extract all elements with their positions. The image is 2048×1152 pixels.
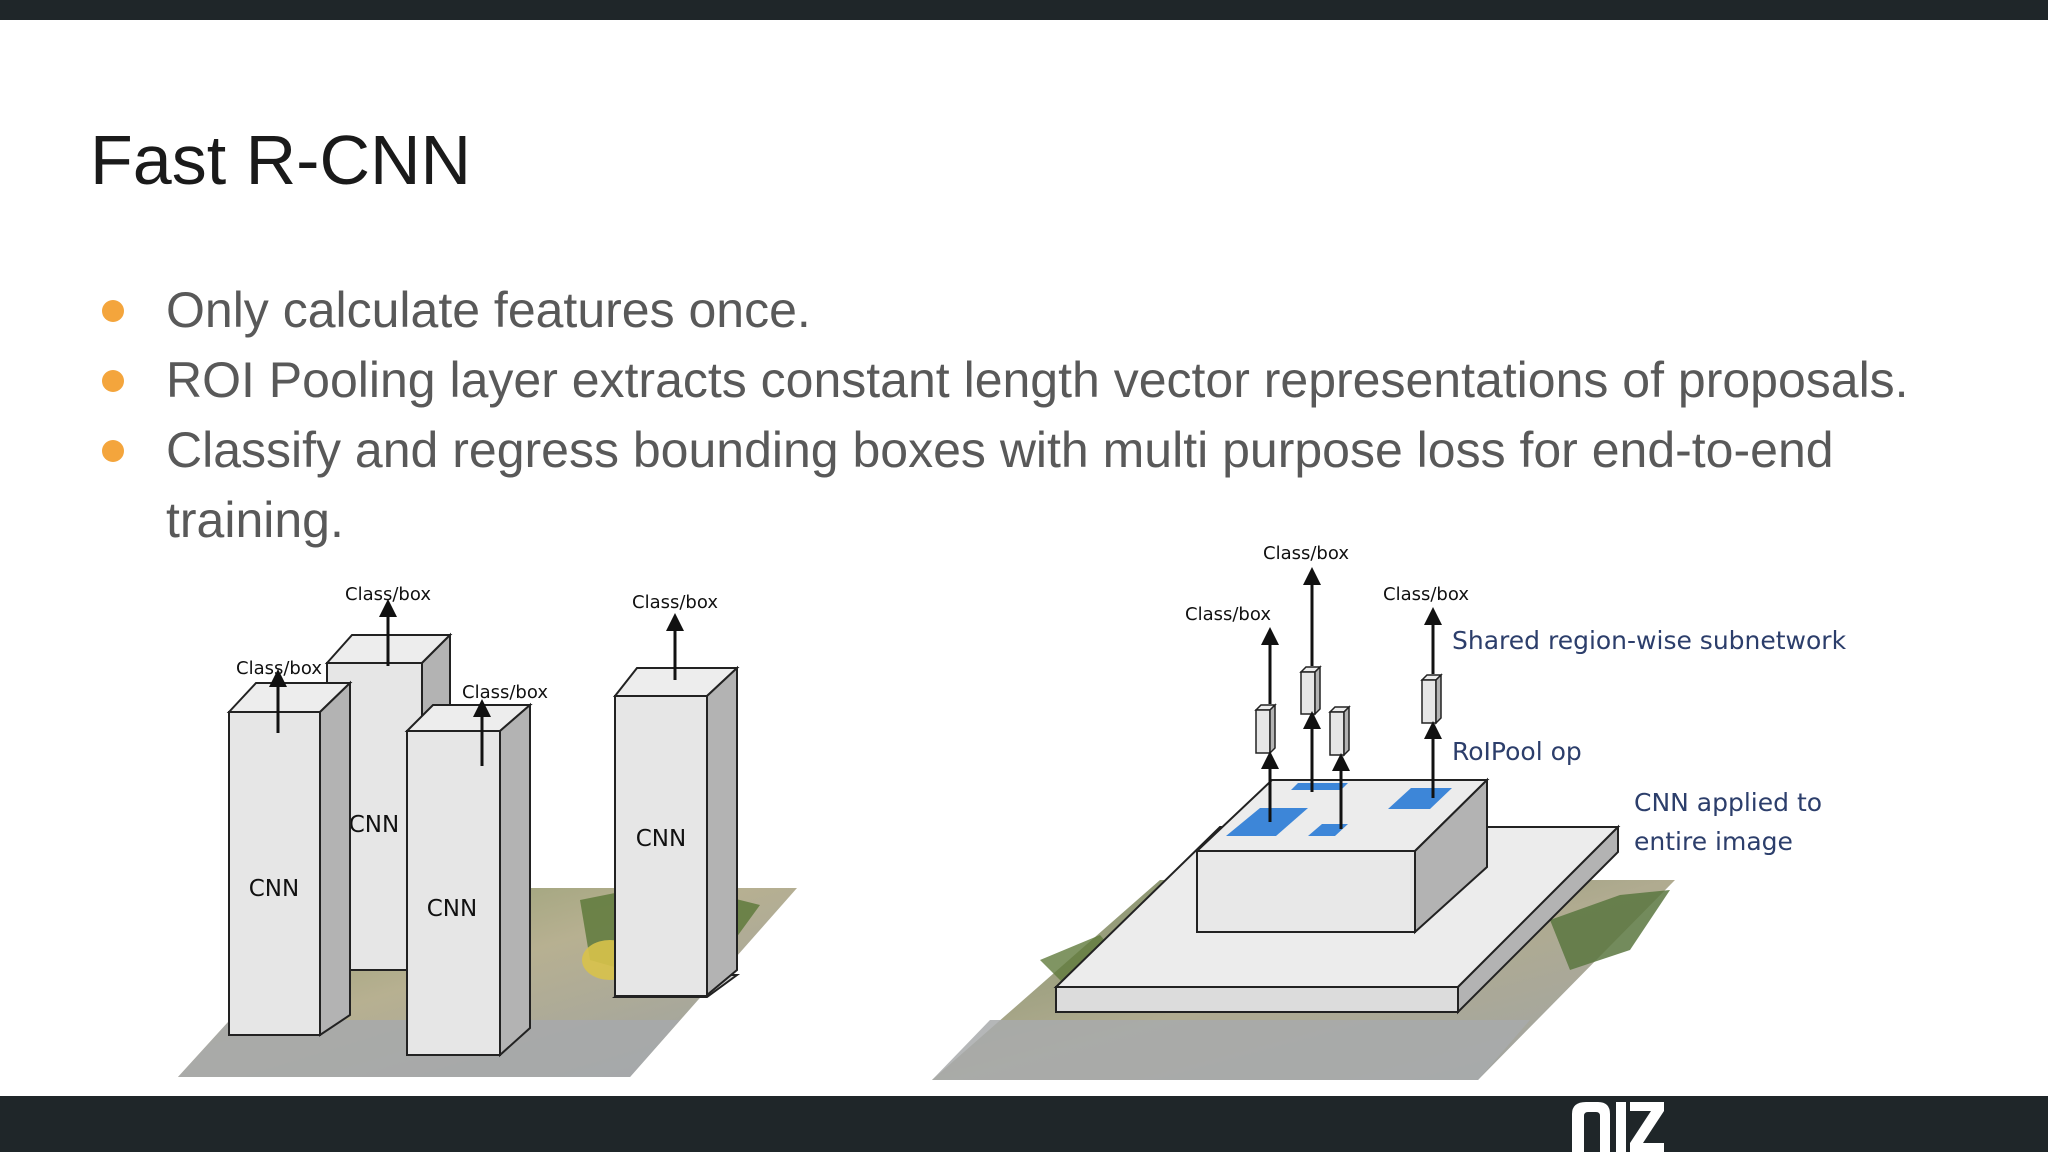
bullet-dot-icon <box>102 300 124 322</box>
bullet-text: Only calculate features once. <box>166 282 811 338</box>
cnn-label: CNN <box>349 812 399 838</box>
bullet-item: Classify and regress bounding boxes with… <box>100 415 2000 555</box>
output-arrow <box>1261 567 1442 704</box>
bullet-list: Only calculate features once. ROI Poolin… <box>100 275 2000 555</box>
bullet-text: Classify and regress bounding boxes with… <box>166 422 1834 548</box>
slide-title: Fast R-CNN <box>90 121 472 199</box>
roi-region <box>1226 783 1452 836</box>
top-bar <box>0 0 2048 20</box>
cnn-applied-label: CNN applied to <box>1634 788 1822 817</box>
bullet-item: ROI Pooling layer extracts constant leng… <box>100 345 2000 415</box>
cnn-block: CNN <box>404 702 533 1058</box>
cnn-label: CNN <box>636 826 686 852</box>
bullet-dot-icon <box>102 440 124 462</box>
output-arrow <box>269 599 684 766</box>
class-box-label: Class/box <box>462 682 548 703</box>
bullet-dot-icon <box>102 370 124 392</box>
bullet-item: Only calculate features once. <box>100 275 2000 345</box>
roipool-arrow <box>1261 711 1442 829</box>
brand-logo-icon <box>1568 1092 1666 1152</box>
bullet-text: ROI Pooling layer extracts constant leng… <box>166 352 1909 408</box>
roi-feature-vector <box>1254 665 1443 757</box>
subnetwork-label: Shared region-wise subnetwork <box>1452 626 1847 655</box>
class-box-label: Class/box <box>632 592 718 613</box>
class-box-label: Class/box <box>236 658 322 679</box>
cnn-applied-label: entire image <box>1634 827 1793 856</box>
cnn-label: CNN <box>249 876 299 902</box>
class-box-label: Class/box <box>345 584 431 605</box>
cnn-label: CNN <box>427 896 477 922</box>
cnn-block: CNN <box>226 680 353 1037</box>
cnn-block: CNN <box>611 665 741 998</box>
bottom-bar <box>0 1096 2048 1152</box>
rcnn-diagram: CNN CNN CNN CNN <box>160 540 820 1090</box>
class-box-label: Class/box <box>1185 604 1271 625</box>
roipool-label: RoIPool op <box>1452 737 1582 766</box>
class-box-label: Class/box <box>1263 543 1349 564</box>
fast-rcnn-diagram: Class/box Class/box Class/box Shared reg… <box>930 540 1930 1090</box>
class-box-label: Class/box <box>1383 584 1469 605</box>
